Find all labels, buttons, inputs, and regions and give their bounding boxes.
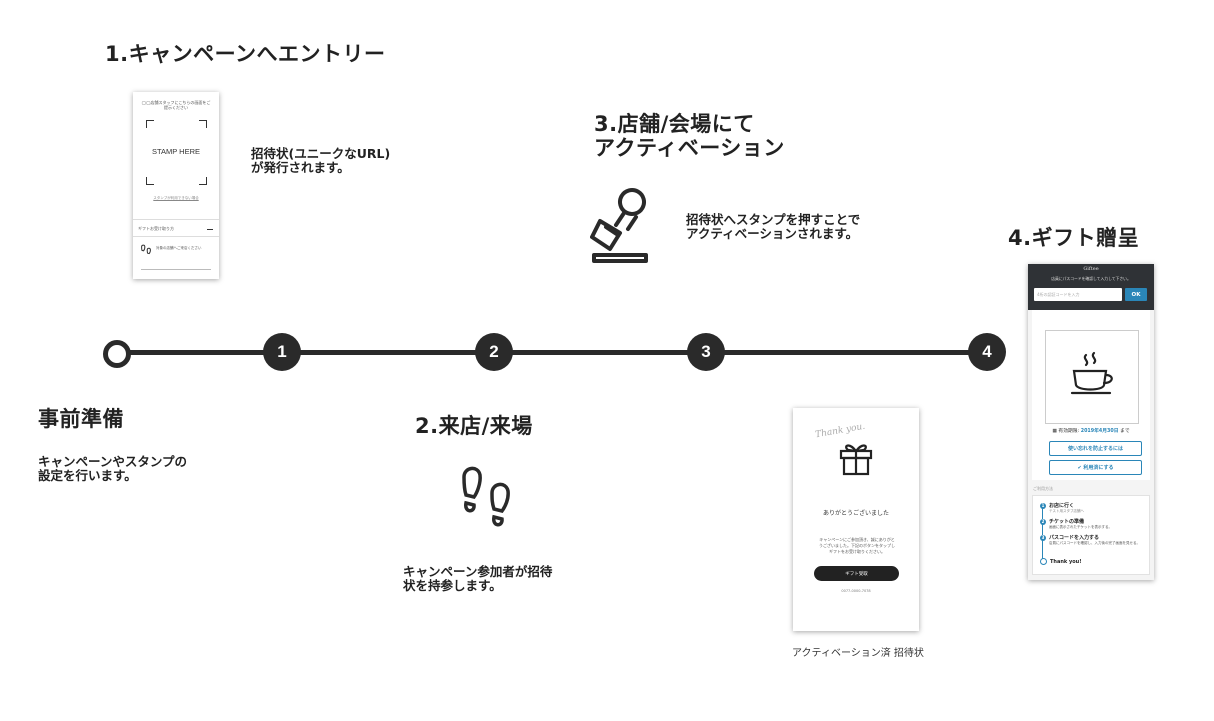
stamp-corner-bl [146, 177, 154, 185]
prep-desc-line1: キャンペーンやスタンプの [38, 454, 188, 469]
step3-title: 3.店舗/会場にて アクティベーション [594, 112, 785, 160]
usage-step-1-title: お店に行く [1049, 503, 1075, 509]
invitation-screen-mock: ◯◯店舗スタッフにこちらの画面をご提示ください STAMP HERE スタンプが… [133, 92, 219, 279]
expiry-label: 有効期限: [1058, 429, 1080, 434]
step3-description: 招待状へスタンプを押すことで アクティベーションされます。 [686, 213, 860, 241]
stamp-corner-br [199, 177, 207, 185]
step-dot-icon: 2 [1040, 518, 1046, 525]
activated-invitation-mock: Thank you. ありがとうございました キャンペーンにご参加頂き、誠にあり… [793, 408, 919, 631]
stamp-icon [590, 188, 648, 263]
expiry-suffix: まで [1120, 429, 1130, 434]
usage-title: ご利用方法 [1033, 486, 1053, 491]
brand-logo: Giftee [1083, 266, 1099, 272]
gift-box-icon [839, 444, 873, 476]
invitation-header-text: ◯◯店舗スタッフにこちらの画面をご提示ください [141, 100, 211, 110]
expiry-line: ▦ 有効期限: 2019年4月30日 まで [1032, 427, 1150, 434]
activated-invitation-caption: アクティベーション済 招待状 [792, 648, 924, 659]
timeline-node-4: 4 [968, 333, 1006, 371]
step3-title-line2: アクティベーション [594, 136, 785, 160]
timeline-start-node [103, 340, 131, 368]
thanks-body-line1: キャンペーンにご参加頂き、誠にありがと [819, 537, 895, 542]
step1-desc-line1: 招待状(ユニークなURL) [251, 146, 391, 161]
divider [133, 236, 219, 237]
prep-title: 事前準備 [38, 407, 124, 431]
step2-desc-line1: キャンペーン参加者が招待 [403, 564, 553, 579]
prep-description: キャンペーンやスタンプの 設定を行います。 [38, 455, 187, 483]
gift-screen-mock: Giftee 店員にパスコードを確認して入力して下さい。 4桁の認証コードを入力… [1028, 264, 1154, 580]
stamp-corner-tr [199, 120, 207, 128]
step-dot-icon: 1 [1040, 502, 1046, 509]
usage-step-2-title: チケットの準備 [1049, 519, 1085, 525]
step2-description: キャンペーン参加者が招待 状を持参します。 [403, 565, 552, 593]
usage-step-4: Thank you! [1040, 558, 1082, 565]
timeline-line [116, 350, 988, 355]
thanks-body-line3: ギフトをお受け取りください。 [829, 549, 885, 554]
stamp-corner-tl [146, 120, 154, 128]
collapse-icon[interactable] [207, 229, 213, 230]
step4-title: 4.ギフト贈呈 [1008, 226, 1140, 250]
coffee-cup-icon [1070, 351, 1113, 395]
passcode-ok-button[interactable]: OK [1125, 288, 1147, 301]
timeline-node-2: 2 [475, 333, 513, 371]
stamp-unavailable-link[interactable]: スタンプが利用できない場合 [153, 196, 199, 200]
gift-section-label: ギフトお受け取り方 [138, 226, 174, 231]
step-dot-icon: 3 [1040, 534, 1046, 541]
usage-step-3-sub: 店員にパスコードを確認し、入力後の完了画面を見せる。 [1049, 541, 1140, 545]
stamp-here-label: STAMP HERE [151, 147, 201, 156]
thanks-body-line2: うございました。下記のボタンをタップし [819, 543, 895, 548]
step3-desc-line1: 招待状へスタンプを押すことで [686, 212, 861, 227]
step1-description: 招待状(ユニークなURL) が発行されます。 [251, 147, 390, 175]
timeline-node-1: 1 [263, 333, 301, 371]
expiry-date: 2019年4月30日 [1080, 429, 1119, 434]
usage-step-3-title: パスコードを入力する [1049, 535, 1100, 541]
gift-card-area: ▦ 有効期限: 2019年4月30日 まで 使い忘れを防止するには ✔ 利用済に… [1028, 310, 1154, 482]
gift-image-frame [1045, 330, 1139, 424]
step-dot-icon [1040, 558, 1047, 565]
usage-step-1-sub: テスト用スタブ店舗へ [1049, 509, 1084, 513]
thank-you-script: Thank you. [814, 421, 866, 441]
usage-steps-line [1042, 504, 1043, 564]
calendar-icon: ▦ [1052, 429, 1057, 434]
visit-store-note: 対象の店舗へご来店ください [156, 246, 202, 250]
usage-step-2-sub: 画面に表示されたチケットを表示する。 [1049, 525, 1112, 529]
footprints-icon [462, 466, 510, 527]
mark-used-button[interactable]: ✔ 利用済にする [1049, 460, 1142, 475]
prep-desc-line2: 設定を行います。 [38, 468, 137, 483]
usage-step-4-title: Thank you! [1050, 559, 1082, 565]
thanks-heading: ありがとうございました [822, 510, 889, 517]
step3-title-line1: 3.店舗/会場にて [594, 112, 755, 136]
thanks-body: キャンペーンにご参加頂き、誠にありがと うございました。下記のボタンをタップし … [807, 537, 907, 555]
step3-desc-line2: アクティベーションされます。 [686, 226, 859, 241]
step2-title: 2.来店/来場 [415, 414, 533, 438]
prevent-forget-button[interactable]: 使い忘れを防止するには [1049, 441, 1142, 456]
divider [133, 219, 219, 220]
bottom-rule [141, 269, 211, 270]
passcode-input[interactable]: 4桁の認証コードを入力 [1034, 288, 1122, 301]
gift-header: Giftee 店員にパスコードを確認して入力して下さい。 4桁の認証コードを入力… [1028, 264, 1154, 310]
receive-gift-button[interactable]: ギフト受取 [814, 566, 899, 581]
gift-card: ▦ 有効期限: 2019年4月30日 まで 使い忘れを防止するには ✔ 利用済に… [1032, 310, 1150, 480]
passcode-notice: 店員にパスコードを確認して入力して下さい。 [1051, 276, 1131, 281]
step1-desc-line2: が発行されます。 [251, 160, 350, 175]
timeline-node-3: 3 [687, 333, 725, 371]
footprints-small-icon [141, 244, 151, 255]
step2-desc-line2: 状を持参します。 [403, 578, 502, 593]
step1-title: 1.キャンペーンへエントリー [105, 42, 386, 66]
gift-code: 0077-0000-7078 [841, 589, 871, 593]
